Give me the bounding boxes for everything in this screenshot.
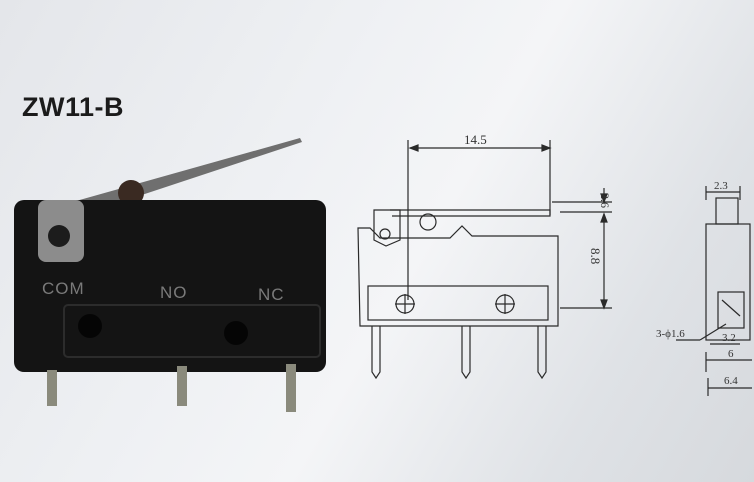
mounting-hole-right bbox=[224, 321, 248, 345]
terminal-label-com: COM bbox=[42, 279, 85, 298]
dim-length: 14.5 bbox=[464, 132, 487, 147]
terminal-no bbox=[177, 366, 187, 406]
roller bbox=[118, 180, 144, 206]
side-lever bbox=[390, 209, 551, 217]
dim-top-width: 2.3 bbox=[714, 180, 728, 192]
dim-offset: 3.2 bbox=[722, 332, 736, 344]
model-title: ZW11-B bbox=[22, 92, 125, 122]
dim-height: 8.8 bbox=[588, 248, 603, 264]
terminal-label-nc: NC bbox=[258, 285, 285, 304]
terminal-label-no: NO bbox=[160, 283, 188, 302]
terminal-com bbox=[47, 370, 57, 406]
end-body bbox=[705, 223, 751, 341]
mounting-hole-left bbox=[78, 314, 102, 338]
body-panel bbox=[63, 304, 321, 358]
pivot-hole bbox=[48, 225, 70, 247]
dim-width: 6 bbox=[728, 348, 734, 360]
dim-lever-gap: 2.6 bbox=[598, 193, 612, 208]
side-body bbox=[357, 225, 559, 327]
dim-hole-callout: 3-ϕ1.6 bbox=[656, 328, 685, 340]
dim-overall-width: 6.4 bbox=[724, 375, 738, 387]
terminal-nc bbox=[286, 364, 296, 412]
